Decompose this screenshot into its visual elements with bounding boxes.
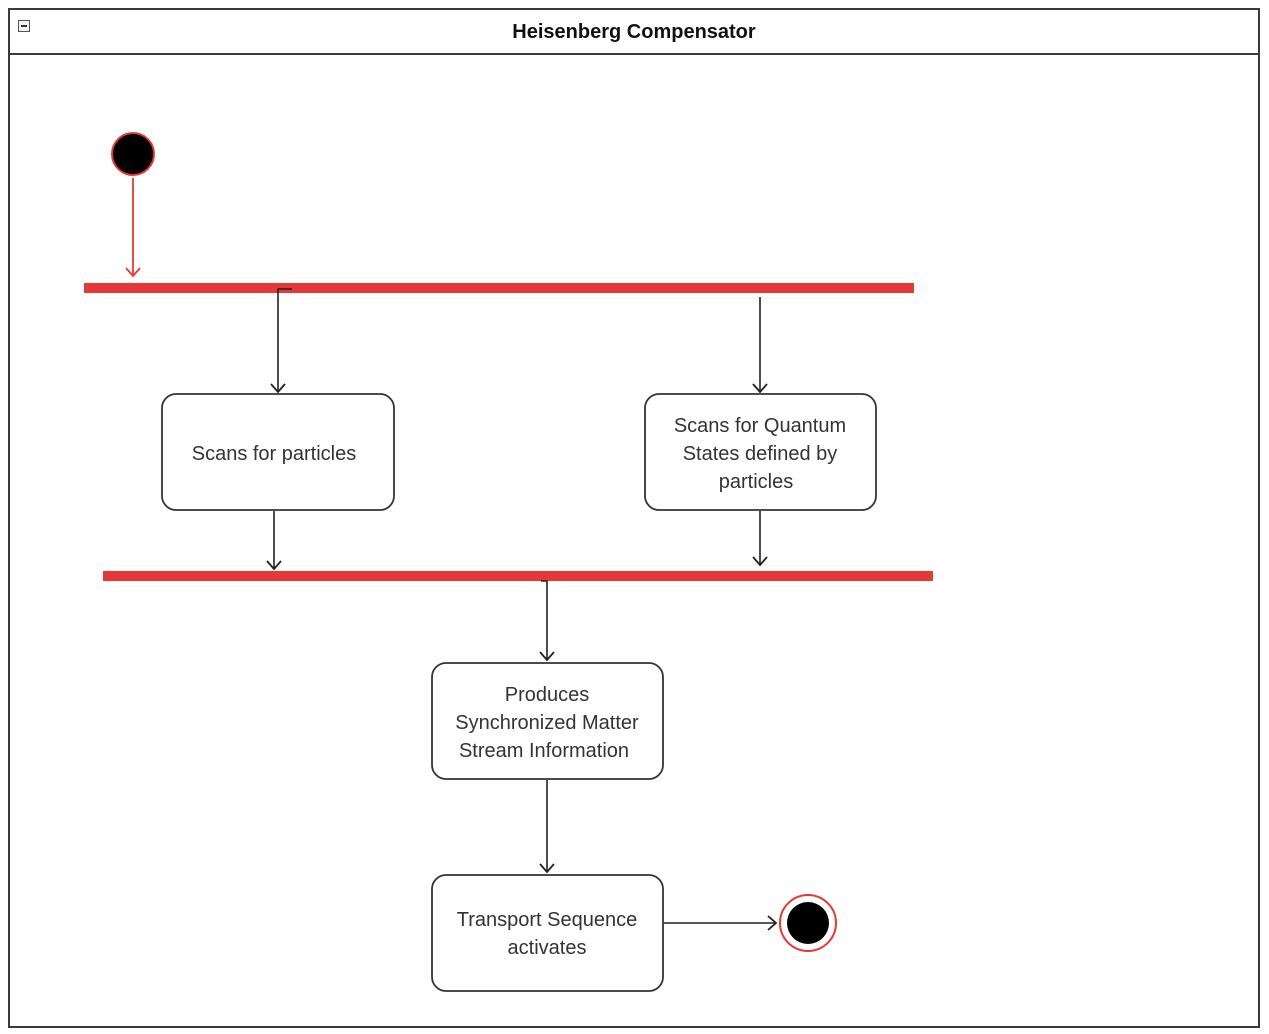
final-node[interactable] [779,894,837,952]
action-scan-particles[interactable]: Scans for particles [161,393,395,511]
action-transport-line-1: Transport Sequence [457,909,637,931]
action-scan-quantum-line-1: Scans for Quantum [674,415,846,437]
diagram-frame: Heisenberg Compensator [8,8,1260,1028]
fork-bar[interactable] [84,283,914,293]
action-produces-line-2: Synchronized Matter [455,712,639,734]
action-transport-line-2: activates [508,937,587,959]
action-scan-quantum[interactable]: Scans for Quantum States defined by part… [644,393,877,511]
action-scan-particles-label: Scans for particles [192,443,357,465]
action-transport[interactable]: Transport Sequence activates [431,874,664,992]
initial-node[interactable] [111,132,155,176]
action-produces[interactable]: Produces Synchronized Matter Stream Info… [431,662,664,780]
action-produces-line-3: Stream Information [459,740,629,762]
diagram-titlebar: Heisenberg Compensator [10,10,1258,55]
join-bar[interactable] [103,571,933,581]
action-produces-line-1: Produces [505,684,590,706]
action-scan-quantum-line-3: particles [719,471,793,493]
edge-join-to-produces [539,580,555,662]
edge-fork-to-scan-particles [270,288,292,394]
action-scan-quantum-line-2: States defined by [683,443,838,465]
collapse-icon[interactable] [18,20,30,32]
diagram-title: Heisenberg Compensator [512,21,756,43]
